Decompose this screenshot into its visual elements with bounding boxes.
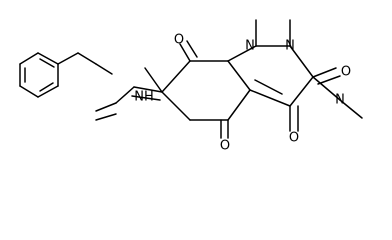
bond xyxy=(161,60,191,93)
atom-label-n3: N xyxy=(335,93,345,108)
bond xyxy=(249,89,291,107)
bond xyxy=(57,52,79,65)
benzene-ring xyxy=(19,52,59,98)
bond xyxy=(312,76,341,101)
bond xyxy=(161,91,191,121)
bond xyxy=(227,89,251,121)
atom-labels: NH N N N O O O O xyxy=(134,33,351,154)
bond xyxy=(37,85,59,98)
atom-label-o7: O xyxy=(174,33,184,48)
bond xyxy=(186,40,198,58)
bond xyxy=(19,52,39,65)
bond xyxy=(317,75,341,85)
bond xyxy=(37,52,59,65)
bond xyxy=(95,113,117,121)
atom-label-o5: O xyxy=(220,139,230,154)
atom-label-o2: O xyxy=(341,65,351,80)
bond xyxy=(133,86,163,93)
atom-label-nh: NH xyxy=(134,90,154,105)
pyridinone-ring xyxy=(131,60,251,121)
bond xyxy=(19,85,39,98)
benzylamino-linker xyxy=(57,52,163,121)
atom-label-n1: N xyxy=(285,39,295,54)
bond xyxy=(289,45,314,78)
substituents xyxy=(179,19,363,139)
double-bond-inner xyxy=(131,95,161,101)
double-bond-inner xyxy=(39,58,55,68)
bond xyxy=(179,43,191,62)
bond xyxy=(95,63,113,75)
double-bond-inner xyxy=(39,82,54,92)
atom-label-n8: N xyxy=(245,39,255,54)
atom-label-o4: O xyxy=(289,131,299,146)
pyrimidinedione-ring xyxy=(227,45,314,107)
molecule-structure-diagram: NH N N N O O O O xyxy=(19,19,363,154)
bond xyxy=(227,45,257,62)
bond xyxy=(95,102,117,112)
bond xyxy=(312,67,337,78)
bond xyxy=(77,52,97,65)
bond xyxy=(227,60,251,91)
bond xyxy=(144,67,163,93)
bond xyxy=(339,99,363,119)
bond xyxy=(289,76,314,107)
double-bond-inner xyxy=(254,79,283,95)
bond xyxy=(115,86,135,104)
